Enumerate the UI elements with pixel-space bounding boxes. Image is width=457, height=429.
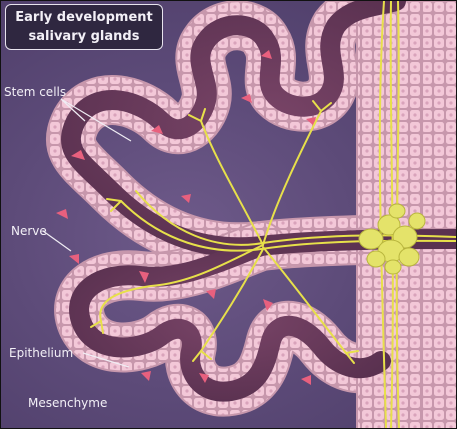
nerve-fibers (90, 1, 456, 428)
title-line-2: salivary glands (28, 29, 140, 44)
label-mesenchyme: Mesenchyme (28, 396, 108, 410)
stem-cells (56, 50, 316, 385)
label-nerve: Nerve (11, 224, 47, 238)
label-stem-cells: Stem cells (4, 85, 67, 99)
label-epithelium: Epithelium (9, 346, 74, 360)
nerve-ganglion (358, 203, 426, 275)
label-leaders (42, 98, 132, 368)
title-box: Early development salivary glands (5, 4, 163, 50)
title-line-1: Early development (15, 10, 153, 25)
